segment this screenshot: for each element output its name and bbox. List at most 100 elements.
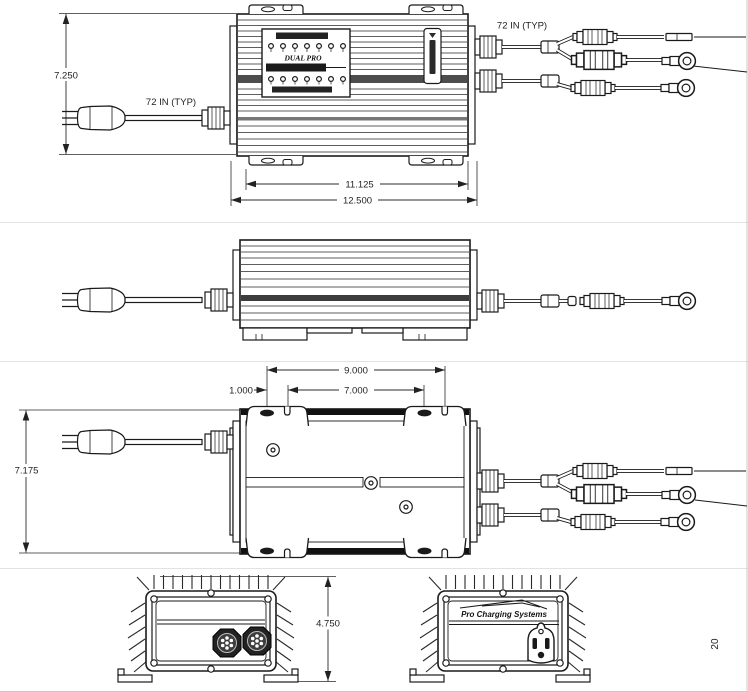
cable-gland-end xyxy=(242,626,272,656)
mounting-tab xyxy=(408,4,464,15)
led-row-top xyxy=(268,42,347,52)
dim-text: 7.175 xyxy=(15,466,39,477)
fuse-holder xyxy=(579,292,625,310)
dim-text: 12.500 xyxy=(343,196,372,207)
dim-text: 11.125 xyxy=(345,180,373,191)
front-end-view: Pro Charging Systems xyxy=(409,574,591,683)
inlet-screw xyxy=(538,628,544,635)
heatsink-fins xyxy=(241,245,469,321)
ring-terminal xyxy=(661,291,697,311)
dim-slot-offset-1000: 1.000 xyxy=(229,386,267,397)
bottom-view: 9.000 7.000 1.000 7.175 xyxy=(8,363,748,559)
end-flange-left xyxy=(232,420,241,543)
wire-end-terminal xyxy=(665,466,693,476)
ac-plug xyxy=(61,287,126,313)
fuse-holder xyxy=(570,79,616,97)
bottom-screw xyxy=(266,443,280,457)
faceplate-banner-bottom xyxy=(272,86,332,93)
power-cord xyxy=(124,114,203,122)
mounting-feet xyxy=(117,668,299,683)
brand-text: Pro Charging Systems xyxy=(461,610,547,619)
dc-gland xyxy=(474,35,503,59)
charger-body-side xyxy=(232,239,478,341)
corner-screws xyxy=(150,589,272,673)
inner-frame xyxy=(443,596,563,666)
section-divider xyxy=(0,222,748,569)
end-flange-right xyxy=(469,249,478,321)
fuse-holder-large xyxy=(570,483,628,505)
brand-label: Pro Charging Systems xyxy=(459,599,547,619)
mounting-bracket xyxy=(245,537,310,559)
ring-terminal xyxy=(660,78,696,98)
ring-terminal xyxy=(661,51,697,71)
dim-text: 7.000 xyxy=(344,386,368,397)
dim-height-7175: 7.175 xyxy=(8,409,242,554)
dc-cables: 72 IN (TYP) xyxy=(474,21,748,98)
inner-panel xyxy=(447,600,559,662)
sheet-number: 20 xyxy=(710,638,721,650)
inlet-ground-hole xyxy=(537,651,545,659)
wire-end-terminal xyxy=(665,32,693,42)
dc-cable xyxy=(476,289,697,313)
power-cord xyxy=(124,438,203,446)
dc-cables xyxy=(476,462,748,532)
fuse-holder xyxy=(570,513,616,531)
recessed-strip xyxy=(379,477,465,488)
faceplate-bar xyxy=(266,63,326,72)
dc-gland xyxy=(474,69,503,93)
end-flange-left xyxy=(229,25,238,145)
ac-cord-assembly xyxy=(61,429,234,455)
charger-body-top: DUAL PRO xyxy=(229,4,476,166)
dim-mount-pitch-7000: 7.000 xyxy=(287,383,425,407)
inner-frame xyxy=(151,596,271,666)
fuse-holder xyxy=(572,462,618,480)
splitter-boot xyxy=(540,294,560,308)
case-seam-line xyxy=(238,117,467,121)
inlet-slot xyxy=(545,638,550,649)
mounting-tab xyxy=(248,155,304,166)
fuse-holder xyxy=(572,28,618,46)
fuse-holder-large xyxy=(570,49,628,71)
bottom-screw xyxy=(364,476,378,490)
end-flange-right xyxy=(469,420,478,543)
bottom-screw xyxy=(399,500,413,514)
dim-mount-span-9000: 9.000 xyxy=(266,363,446,407)
end-flange-left xyxy=(232,249,241,321)
rear-end-view: 4.750 xyxy=(117,574,349,683)
ac-cord-assembly: 72 IN (TYP) xyxy=(61,97,231,131)
dc-gland xyxy=(476,469,505,493)
faceplate-label: DUAL PRO xyxy=(261,28,351,98)
cord-grip xyxy=(201,106,231,130)
faceplate-product-text: DUAL PRO xyxy=(283,54,322,63)
dc-gland xyxy=(476,289,505,313)
case-edge-band xyxy=(241,409,469,415)
heatsink-fins xyxy=(238,19,467,153)
dc-cord-length-label: 72 IN (TYP) xyxy=(497,21,547,32)
inlet-slot xyxy=(532,638,537,649)
ring-terminal xyxy=(660,512,696,532)
vertical-label xyxy=(423,27,442,85)
side-view xyxy=(61,239,697,341)
mounting-base xyxy=(242,327,468,341)
mounting-bracket xyxy=(402,537,467,559)
splitter-boot xyxy=(540,74,560,88)
panel-divider xyxy=(157,619,265,625)
ac-cord-length-label: 72 IN (TYP) xyxy=(146,97,196,108)
cable-gland-end xyxy=(212,628,242,658)
dim-text: 4.750 xyxy=(316,619,340,630)
mounting-feet xyxy=(409,668,591,683)
dim-height-7250: 7.250 xyxy=(48,13,236,155)
dim-overall-width-12500: 12.500 xyxy=(230,161,478,207)
corner-screws xyxy=(442,589,564,673)
ac-cord-assembly xyxy=(61,287,234,313)
dim-text: 1.000 xyxy=(229,386,253,397)
dim-body-width-11125: 11.125 xyxy=(245,161,469,191)
mounting-tab xyxy=(408,155,464,166)
top-view: 7.250 xyxy=(48,4,748,207)
ring-terminal xyxy=(661,485,697,505)
charger-body-bottom xyxy=(229,405,481,559)
cord-grip xyxy=(204,430,234,454)
ac-plug xyxy=(61,429,126,455)
